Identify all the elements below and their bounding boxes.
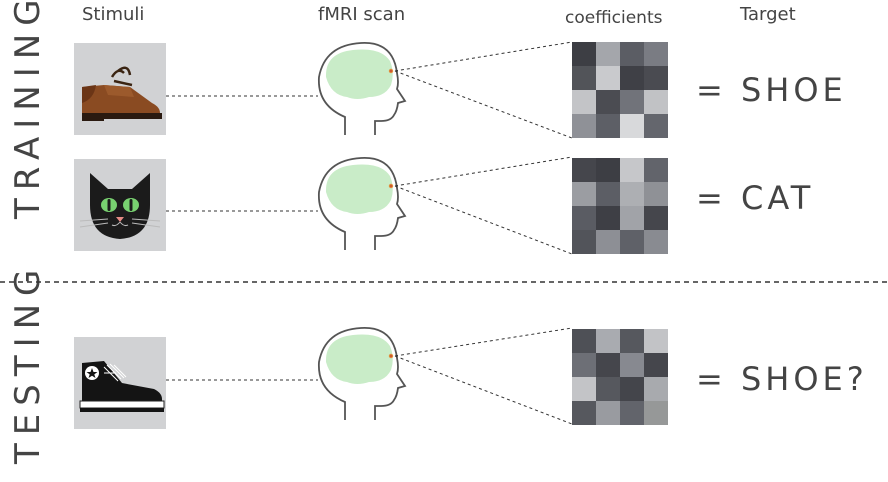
cat-stimulus [74,159,166,251]
coefficient-cell [596,329,620,353]
coefficients-header: coefficients [565,8,663,28]
head-icon [317,41,406,136]
coefficient-cell [596,66,620,90]
head-icon [317,326,406,421]
coefficient-cell [644,114,668,138]
coefficient-cell [620,230,644,254]
coefficient-cell [572,114,596,138]
coefficient-cell [596,206,620,230]
coefficient-cell [572,206,596,230]
coef-connector-bottom [394,185,573,255]
coef-connector-top [394,41,573,72]
coefficient-cell [572,353,596,377]
coefficient-cell [572,329,596,353]
cat-icon [79,173,161,239]
coef-connector-top [394,156,573,187]
coefficient-cell [572,230,596,254]
coefficient-cell [620,206,644,230]
coefficient-cell [620,353,644,377]
coef-connector-bottom [394,70,573,139]
coefficient-cell [644,353,668,377]
coefficient-cell [596,401,620,425]
target-header: Target [740,4,796,25]
coefficient-cell [644,206,668,230]
coefficient-cell [620,90,644,114]
coefficient-cell [572,42,596,66]
coefficient-cell [620,158,644,182]
target-cat: = CAT [696,179,815,217]
shoe-icon [82,66,162,121]
coefficient-cell [596,42,620,66]
coefficient-cell [644,158,668,182]
coefficient-cell [572,401,596,425]
coefficient-cell [572,377,596,401]
coefficient-cell [596,90,620,114]
coef-connector-top [394,327,573,357]
coefficient-cell [644,230,668,254]
coefficient-cell [644,42,668,66]
coefficient-cell [596,158,620,182]
coefficient-cell [644,182,668,206]
coefficient-cell [572,158,596,182]
coefficient-cell [620,42,644,66]
sneaker-stimulus [74,337,166,429]
coefficient-grid [572,329,668,425]
coefficient-cell [644,329,668,353]
coefficient-cell [644,66,668,90]
target-shoe: = SHOE [696,71,847,109]
coefficient-cell [620,377,644,401]
coefficient-cell [596,230,620,254]
stimuli-header: Stimuli [82,4,145,25]
coefficient-cell [572,182,596,206]
head-icon [317,156,406,251]
shoe-stimulus [74,43,166,135]
coefficient-cell [596,114,620,138]
coefficient-cell [596,353,620,377]
coefficient-cell [572,90,596,114]
coefficient-cell [620,329,644,353]
target-shoe-question: = SHOE? [696,360,868,398]
coefficient-cell [644,377,668,401]
coefficient-grid [572,158,668,254]
coefficient-grid [572,42,668,138]
sneaker-icon [79,361,165,412]
fmri-scan-header: fMRI scan [318,4,406,25]
coefficient-cell [596,377,620,401]
coef-connector-bottom [394,355,573,425]
coefficient-cell [596,182,620,206]
coefficient-cell [620,401,644,425]
coefficient-cell [620,114,644,138]
coefficient-cell [644,401,668,425]
coefficient-cell [620,66,644,90]
coefficient-cell [620,182,644,206]
coefficient-cell [572,66,596,90]
coefficient-cell [644,90,668,114]
